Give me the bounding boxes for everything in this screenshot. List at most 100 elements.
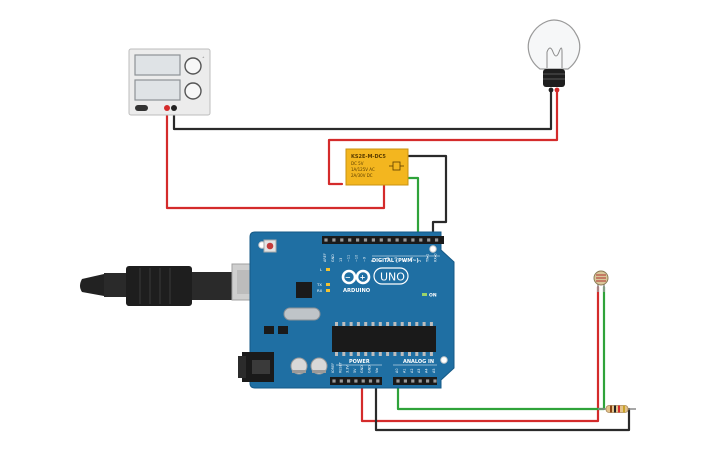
header-pin[interactable] <box>332 379 336 383</box>
resistor[interactable] <box>598 405 636 413</box>
header-pin[interactable] <box>339 379 343 383</box>
light-bulb[interactable] <box>527 19 581 93</box>
chip-leg <box>429 352 433 356</box>
header-pin[interactable] <box>433 379 437 383</box>
bulb-filament <box>546 47 563 68</box>
microcontroller-chip <box>332 326 436 352</box>
wire-supply-negative[interactable] <box>172 90 553 131</box>
header-pin[interactable] <box>361 379 365 383</box>
relay-model: KS2E-M-DC5 <box>351 154 386 160</box>
pin-label: A3 <box>417 369 421 373</box>
usb-cable[interactable] <box>80 263 269 306</box>
power-label: POWER <box>349 359 370 365</box>
chip-leg <box>400 322 404 326</box>
bulb-glass <box>527 19 581 70</box>
supply-terminal-positive[interactable] <box>164 105 170 111</box>
header-pin[interactable] <box>403 379 407 383</box>
wire-ldr-5v[interactable] <box>360 285 600 423</box>
wire-ldr-a0[interactable] <box>396 285 606 411</box>
chip-leg <box>371 352 375 356</box>
photoresistor[interactable] <box>593 270 609 292</box>
power-header-pins[interactable] <box>332 379 380 383</box>
header-pin[interactable] <box>396 379 400 383</box>
svg-text:+: + <box>360 274 366 282</box>
chip-leg <box>364 322 368 326</box>
header-pin[interactable] <box>379 238 383 242</box>
header-pin[interactable] <box>403 238 407 242</box>
wire-supply-positive[interactable] <box>165 106 386 210</box>
analog-header-pins[interactable] <box>396 379 437 383</box>
relay[interactable]: KS2E-M-DC5 DC 5V 1A/125V AC 2A/30V DC <box>345 148 409 186</box>
header-pin[interactable] <box>363 238 368 242</box>
rx-label: RX <box>317 288 323 293</box>
chip-leg <box>335 352 338 356</box>
usb-cable-end <box>80 274 104 296</box>
pin-label: TX▸1 <box>426 254 430 263</box>
pin-label: 7 <box>378 260 382 262</box>
supply-terminal-negative[interactable] <box>171 105 177 111</box>
dc-power-jack[interactable] <box>238 352 274 382</box>
relay-line2: 1A/125V AC <box>351 167 375 172</box>
header-pin[interactable] <box>356 238 360 242</box>
pin-label: A4 <box>425 369 429 373</box>
header-pin[interactable] <box>411 379 415 383</box>
header-pin[interactable] <box>387 238 391 242</box>
arduino-logo <box>341 269 371 285</box>
pin-label: Vin <box>375 368 379 373</box>
header-pin[interactable] <box>427 238 431 242</box>
l-label: L <box>320 267 323 272</box>
header-pin[interactable] <box>348 238 352 242</box>
supply-power-switch[interactable] <box>135 105 148 111</box>
chip-leg <box>378 322 382 326</box>
on-label: ON <box>429 293 437 299</box>
usb-plug-body <box>126 266 192 306</box>
pin-label: GND <box>368 365 372 373</box>
analog-label: ANALOG IN <box>403 359 434 365</box>
header-pin[interactable] <box>371 238 375 242</box>
pin-label: A2 <box>410 369 414 373</box>
header-pin[interactable] <box>332 238 336 242</box>
pin-label: GND <box>360 365 364 373</box>
header-pin[interactable] <box>411 238 415 242</box>
pin-label: ~10 <box>355 255 359 262</box>
pin-label: 3.3V <box>346 365 350 373</box>
header-pin[interactable] <box>426 379 430 383</box>
power-supply[interactable]: + <box>128 48 211 116</box>
header-pin[interactable] <box>354 379 358 383</box>
supply-display-top <box>134 54 181 76</box>
wire-bulb-to-relay[interactable] <box>327 90 559 186</box>
chip-leg <box>415 352 419 356</box>
digital-header <box>322 236 444 244</box>
header-pin[interactable] <box>419 238 423 242</box>
chip-leg <box>400 352 404 356</box>
wire-relay-gnd[interactable] <box>406 154 448 242</box>
header-pin[interactable] <box>368 379 373 383</box>
header-pin[interactable] <box>395 238 399 242</box>
header-pin[interactable] <box>418 379 422 383</box>
pin-label: IOREF <box>331 363 335 373</box>
wire-relay-signal[interactable] <box>406 176 420 242</box>
wire-resistor-gnd[interactable] <box>374 382 631 432</box>
pin-label: ~6 <box>386 257 390 262</box>
header-pin[interactable] <box>435 238 439 242</box>
digital-header-pins[interactable] <box>324 238 439 242</box>
chip-leg <box>356 322 360 326</box>
header-pin[interactable] <box>324 238 328 242</box>
pin-label: 13 <box>339 258 343 262</box>
analog-header <box>393 377 437 385</box>
chip-leg <box>349 352 353 356</box>
header-pin[interactable] <box>347 379 351 383</box>
supply-knob-current[interactable] <box>184 82 202 100</box>
header-pin[interactable] <box>376 379 380 383</box>
chip-leg <box>342 352 346 356</box>
on-led <box>422 293 427 296</box>
uno-badge <box>373 267 409 285</box>
pin-label: A1 <box>402 369 406 373</box>
header-pin[interactable] <box>340 238 344 242</box>
pin-label: GND <box>331 254 335 262</box>
supply-knob-voltage[interactable] <box>184 57 202 75</box>
